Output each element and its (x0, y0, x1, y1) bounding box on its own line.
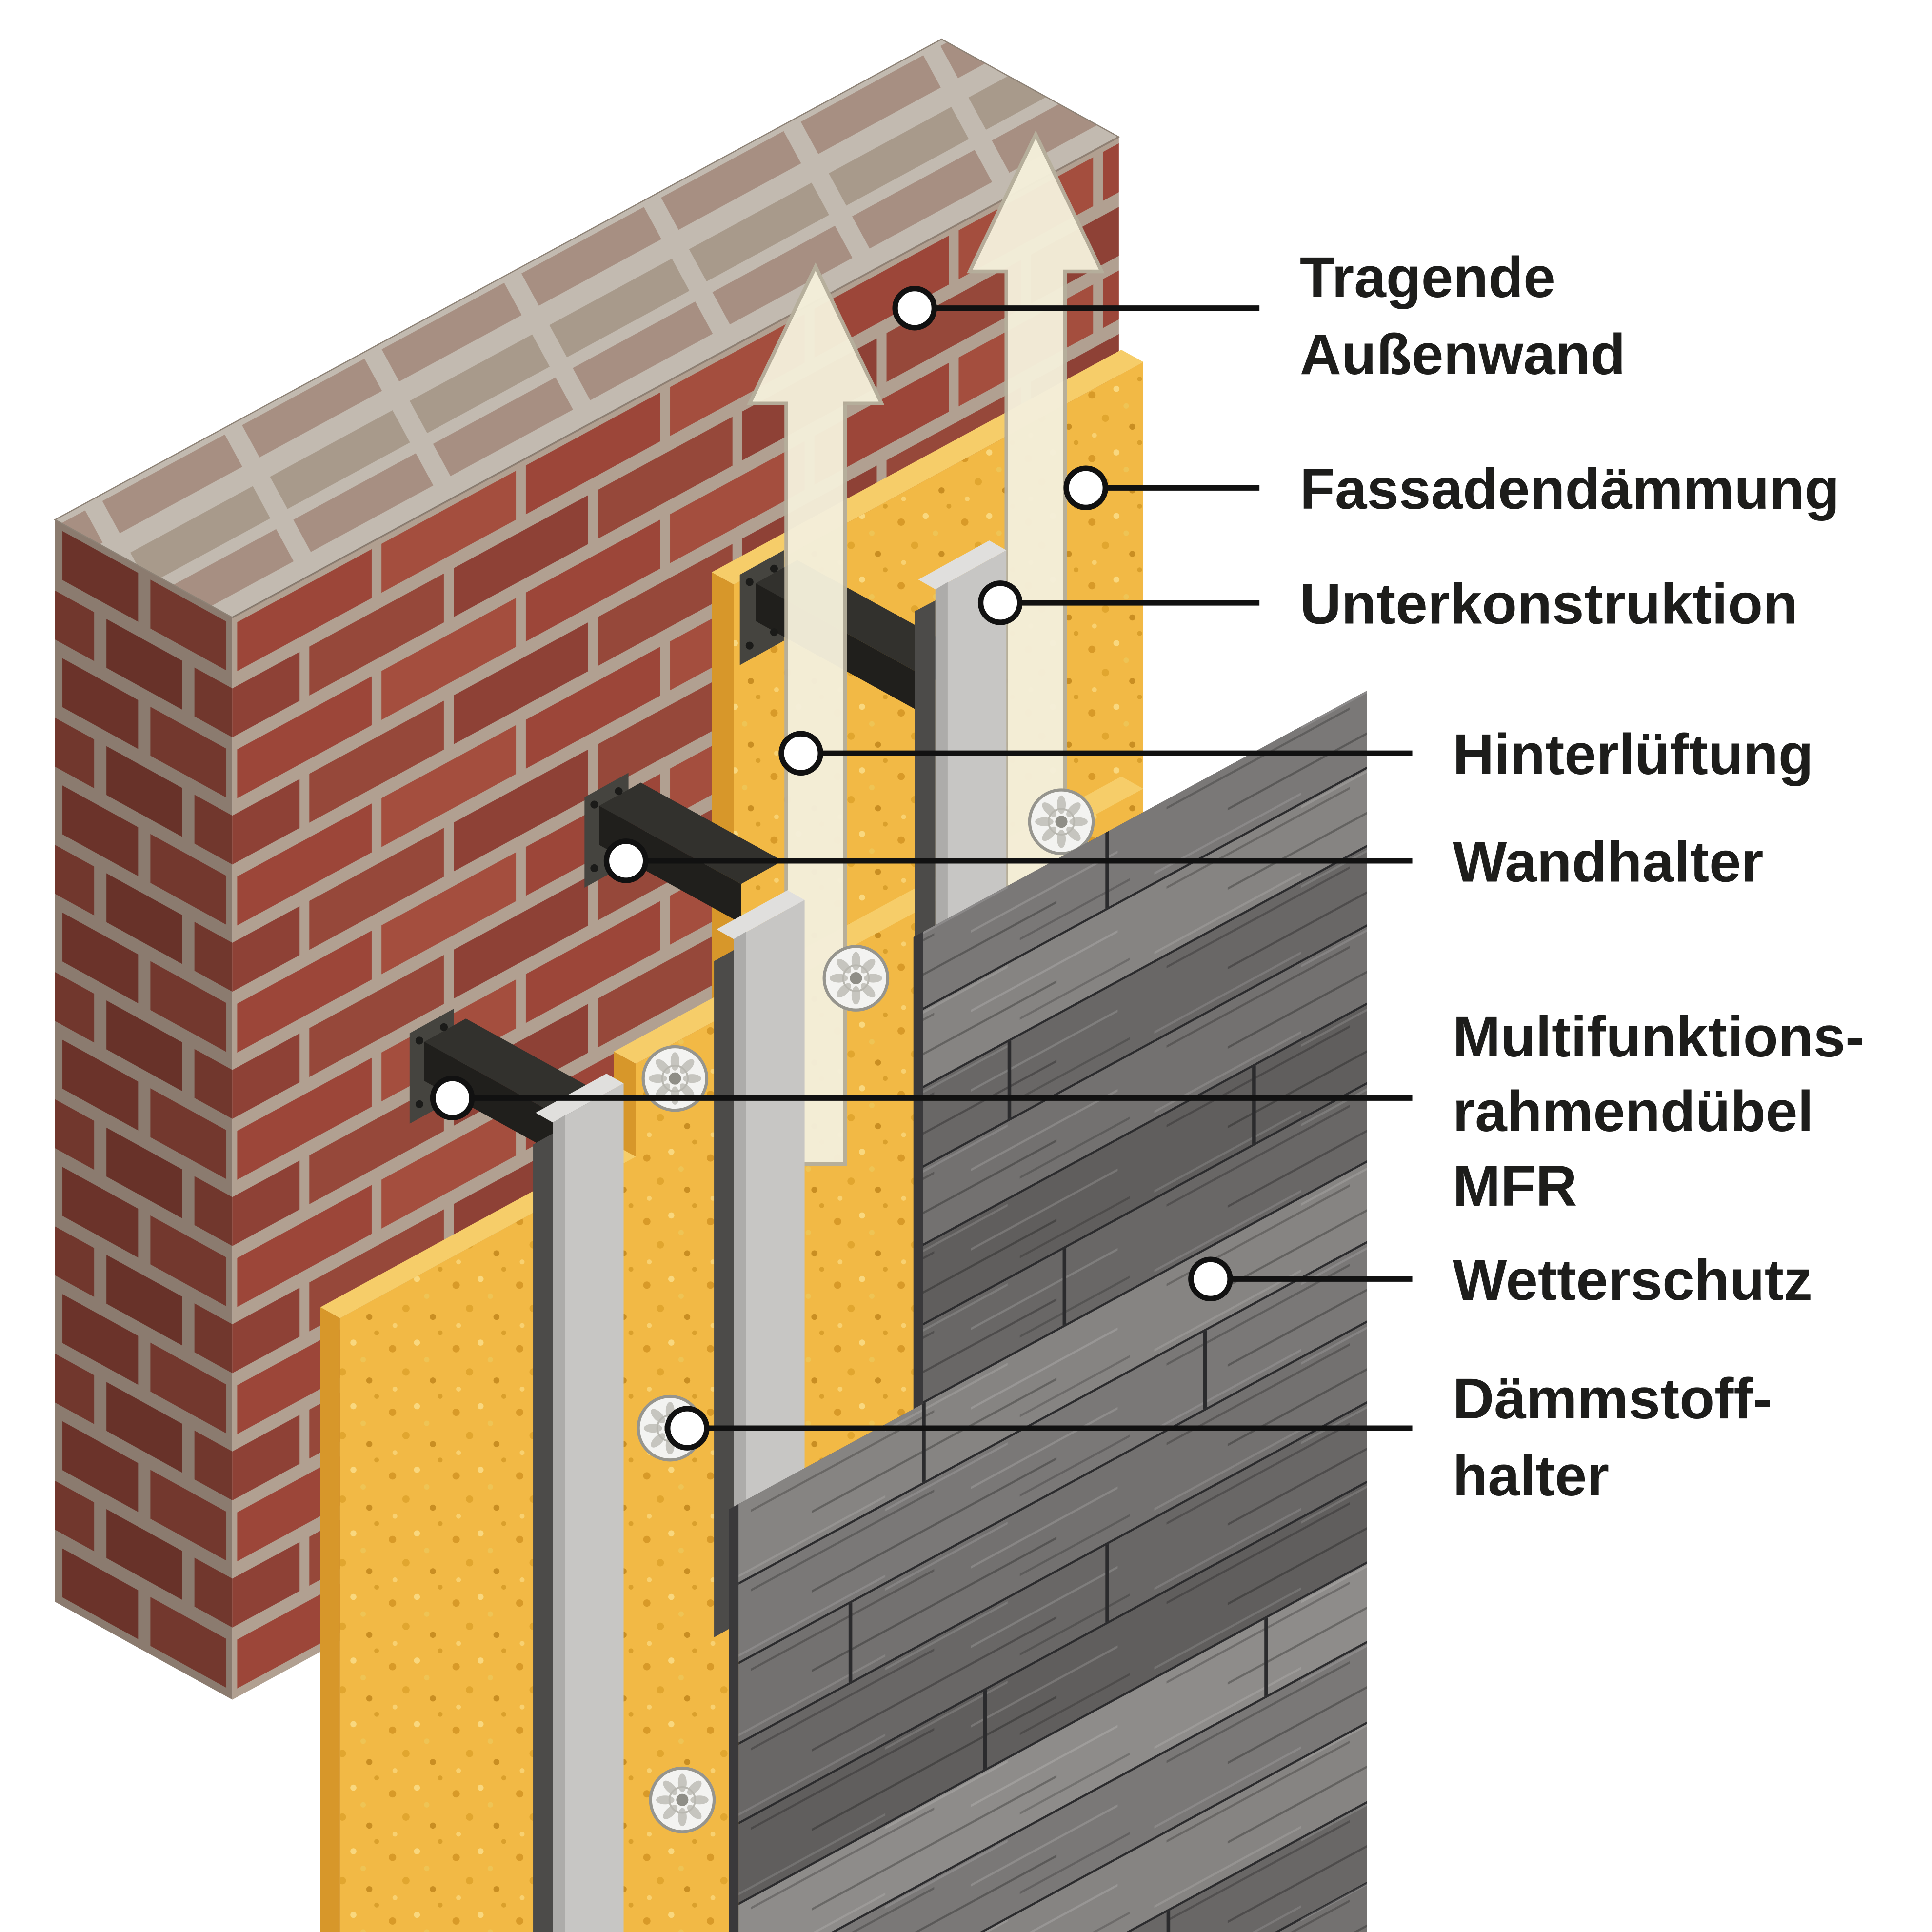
callout-marker (977, 580, 1023, 625)
callout-wetterschutz (1188, 1256, 1413, 1302)
label-unterkonstruktion: Unterkonstruktion (1300, 565, 1798, 642)
label-multifunktionsrahmenduebel: Multifunktions- rahmendübel MFR (1453, 999, 1864, 1223)
profile-middle (714, 890, 805, 1637)
callout-marker (603, 838, 649, 883)
callout-marker (665, 1406, 710, 1451)
label-line: Tragende (1299, 244, 1555, 310)
callout-fassadendaemmung (1063, 465, 1260, 511)
label-line: Dämmstoff- (1453, 1366, 1772, 1431)
airflow-arrow-left (746, 262, 885, 1166)
label-line: Unterkonstruktion (1299, 571, 1798, 636)
profile-left (533, 1074, 624, 1932)
callout-hinterlueftung (778, 731, 1413, 776)
label-wetterschutz: Wetterschutz (1453, 1241, 1812, 1318)
label-line: Wetterschutz (1453, 1247, 1812, 1312)
label-hinterlueftung: Hinterlüftung (1453, 716, 1813, 793)
callout-marker (1063, 465, 1108, 511)
callout-wandhalter (603, 838, 1413, 883)
callout-tragende-aussenwand (892, 286, 1260, 331)
wall-top-face (54, 38, 1120, 618)
label-line: rahmendübel (1453, 1078, 1814, 1144)
callout-mfr (430, 1076, 1413, 1121)
label-line: Multifunktions- (1453, 1004, 1865, 1069)
label-tragende-aussenwand: Tragende Außenwand (1300, 239, 1626, 393)
label-line: MFR (1453, 1153, 1577, 1218)
label-daemmstoffhalter: Dämmstoff- halter (1453, 1360, 1772, 1514)
callouts (430, 286, 1413, 1451)
label-line: Wandhalter (1453, 829, 1764, 894)
callout-marker (1188, 1256, 1233, 1302)
label-line: Fassadendämmung (1299, 456, 1840, 521)
callout-marker (778, 731, 823, 776)
label-line: Außenwand (1299, 321, 1626, 387)
label-fassadendaemmung: Fassadendämmung (1300, 450, 1840, 527)
callout-marker (430, 1076, 475, 1121)
label-wandhalter: Wandhalter (1453, 823, 1763, 900)
callout-unterkonstruktion (977, 580, 1260, 625)
label-line: halter (1453, 1443, 1610, 1508)
callout-daemmstoffhalter (665, 1406, 1413, 1451)
label-line: Hinterlüftung (1453, 721, 1813, 786)
callout-marker (892, 286, 937, 331)
